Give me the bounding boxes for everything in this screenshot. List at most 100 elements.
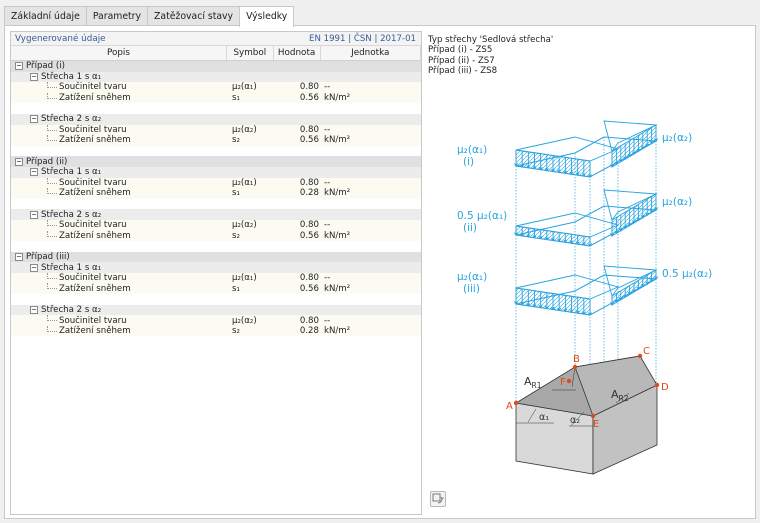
collapse-icon[interactable]: − [30, 114, 38, 124]
case-label: Případ (iii) [26, 251, 70, 262]
row-unit: kN/m² [324, 326, 351, 337]
roof-label: Střecha 2 s α₂ [41, 209, 102, 220]
graphic-pane: Typ střechy 'Sedlová střecha' Případ (i)… [424, 31, 752, 515]
tab-load-cases[interactable]: Zatěžovací stavy [147, 6, 241, 26]
roof-info: Typ střechy 'Sedlová střecha' Případ (i)… [428, 35, 553, 77]
row-symbol: s₂ [232, 135, 240, 146]
alpha1-label: α₁ [539, 412, 549, 423]
row-value: 0.56 [299, 230, 319, 241]
table-row[interactable]: Součinitel tvaru μ₂(α₁) 0.80 -- [11, 177, 421, 189]
case-row[interactable]: −Případ (iii) [11, 251, 421, 263]
collapse-icon[interactable]: − [30, 71, 38, 81]
row-unit: kN/m² [324, 93, 351, 104]
load-case-2-panel [514, 189, 658, 247]
case-label: Případ (i) [26, 61, 65, 72]
row-gap [11, 198, 421, 210]
table-row[interactable]: Součinitel tvaru μ₂(α₂) 0.80 -- [11, 315, 421, 326]
row-value: 0.80 [299, 177, 319, 188]
area-r1-label: AR1 [524, 375, 542, 390]
table-row[interactable]: Zatížení sněhem s₂ 0.56 kN/m² [11, 230, 421, 242]
case-ii-left-coef: 0.5 μ₂(α₁) [457, 210, 507, 222]
table-header: Popis Symbol Hodnota Jednotka [11, 46, 421, 61]
row-unit: kN/m² [324, 230, 351, 241]
roof-type-label: Typ střechy 'Sedlová střecha' [428, 35, 554, 45]
case-iii-label: Případ (iii) - ZS8 [428, 66, 498, 77]
tree-connector [47, 92, 57, 99]
row-value: 0.28 [299, 326, 319, 337]
row-description: Zatížení sněhem [59, 93, 131, 104]
table-row[interactable]: Zatížení sněhem s₁ 0.56 kN/m² [11, 283, 421, 295]
tree-connector [47, 82, 57, 89]
generated-data-pane: Vygenerované údaje EN 1991 | ČSN | 2017-… [10, 31, 422, 515]
row-value: 0.80 [299, 273, 319, 284]
row-description: Součinitel tvaru [59, 315, 127, 326]
table-row[interactable]: Zatížení sněhem s₂ 0.28 kN/m² [11, 325, 421, 337]
row-gap [11, 103, 421, 114]
table-row[interactable]: Zatížení sněhem s₂ 0.56 kN/m² [11, 135, 421, 146]
case-i-left-coef: μ₂(α₁) [457, 144, 487, 156]
row-value: 0.80 [299, 124, 319, 135]
case-i-left-sub: (i) [463, 156, 474, 168]
collapse-icon[interactable]: − [30, 304, 38, 314]
row-unit: kN/m² [324, 188, 351, 199]
row-value: 0.28 [299, 188, 319, 199]
tree-connector [47, 135, 57, 142]
collapse-icon[interactable]: − [15, 251, 23, 261]
row-symbol: μ₂(α₁) [232, 273, 257, 284]
snow-load-diagram: A B C D E F AR1 AR2 α₁ α₂ μ₂(α₁) (i) μ₂(… [457, 120, 712, 475]
roof-row[interactable]: −Střecha 1 s α₁ [11, 166, 421, 178]
roof-row[interactable]: −Střecha 2 s α₂ [11, 304, 421, 316]
refresh-view-icon[interactable] [430, 491, 446, 507]
table-row[interactable]: Součinitel tvaru μ₂(α₂) 0.80 -- [11, 124, 421, 136]
table-row[interactable]: Zatížení sněhem s₁ 0.28 kN/m² [11, 188, 421, 199]
row-symbol: s₂ [232, 230, 240, 241]
roof-row[interactable]: −Střecha 1 s α₁ [11, 262, 421, 273]
row-gap [11, 145, 421, 157]
col-value[interactable]: Hodnota [274, 46, 321, 60]
row-description: Zatížení sněhem [59, 135, 131, 146]
row-unit: -- [324, 82, 331, 93]
col-unit[interactable]: Jednotka [321, 46, 421, 60]
table-row[interactable]: Součinitel tvaru μ₂(α₁) 0.80 -- [11, 82, 421, 93]
collapse-icon[interactable]: − [30, 167, 38, 177]
row-unit: -- [324, 177, 331, 188]
row-gap [11, 294, 421, 305]
row-value: 0.56 [299, 93, 319, 104]
collapse-icon[interactable]: − [30, 209, 38, 219]
table-row[interactable]: Součinitel tvaru μ₂(α₂) 0.80 -- [11, 219, 421, 231]
collapse-icon[interactable]: − [30, 262, 38, 272]
table-row[interactable]: Zatížení sněhem s₁ 0.56 kN/m² [11, 92, 421, 104]
corner-points [513, 353, 660, 419]
case-iii-left-coef: μ₂(α₁) [457, 271, 487, 283]
tree-connector [47, 124, 57, 131]
tab-parameters[interactable]: Parametry [85, 6, 149, 26]
tab-basic-data[interactable]: Základní údaje [4, 6, 87, 26]
collapse-icon[interactable]: − [15, 61, 23, 71]
col-symbol[interactable]: Symbol [227, 46, 274, 60]
results-panel: Vygenerované údaje EN 1991 | ČSN | 2017-… [4, 25, 756, 519]
roof-label: Střecha 2 s α₂ [41, 304, 102, 315]
row-description: Zatížení sněhem [59, 230, 131, 241]
row-symbol: μ₂(α₂) [232, 315, 257, 326]
row-symbol: μ₂(α₂) [232, 124, 257, 135]
row-description: Součinitel tvaru [59, 220, 127, 231]
table-row[interactable]: Součinitel tvaru μ₂(α₁) 0.80 -- [11, 272, 421, 284]
roof-row[interactable]: −Střecha 1 s α₁ [11, 71, 421, 83]
row-description: Zatížení sněhem [59, 326, 131, 337]
row-unit: kN/m² [324, 135, 351, 146]
case-ii-left-sub: (ii) [463, 222, 477, 234]
case-row[interactable]: −Případ (ii) [11, 156, 421, 167]
case-label: Případ (ii) [26, 156, 68, 167]
point-e-label: E [593, 419, 599, 430]
row-description: Součinitel tvaru [59, 124, 127, 135]
roof-row[interactable]: −Střecha 2 s α₂ [11, 113, 421, 125]
tree-connector [47, 230, 57, 237]
case-row[interactable]: −Případ (i) [11, 61, 421, 72]
col-description[interactable]: Popis [11, 46, 227, 60]
tab-results[interactable]: Výsledky [239, 6, 295, 27]
collapse-icon[interactable]: − [15, 156, 23, 166]
row-description: Součinitel tvaru [59, 177, 127, 188]
point-a-label: A [506, 401, 513, 412]
roof-row[interactable]: −Střecha 2 s α₂ [11, 209, 421, 220]
row-unit: -- [324, 124, 331, 135]
